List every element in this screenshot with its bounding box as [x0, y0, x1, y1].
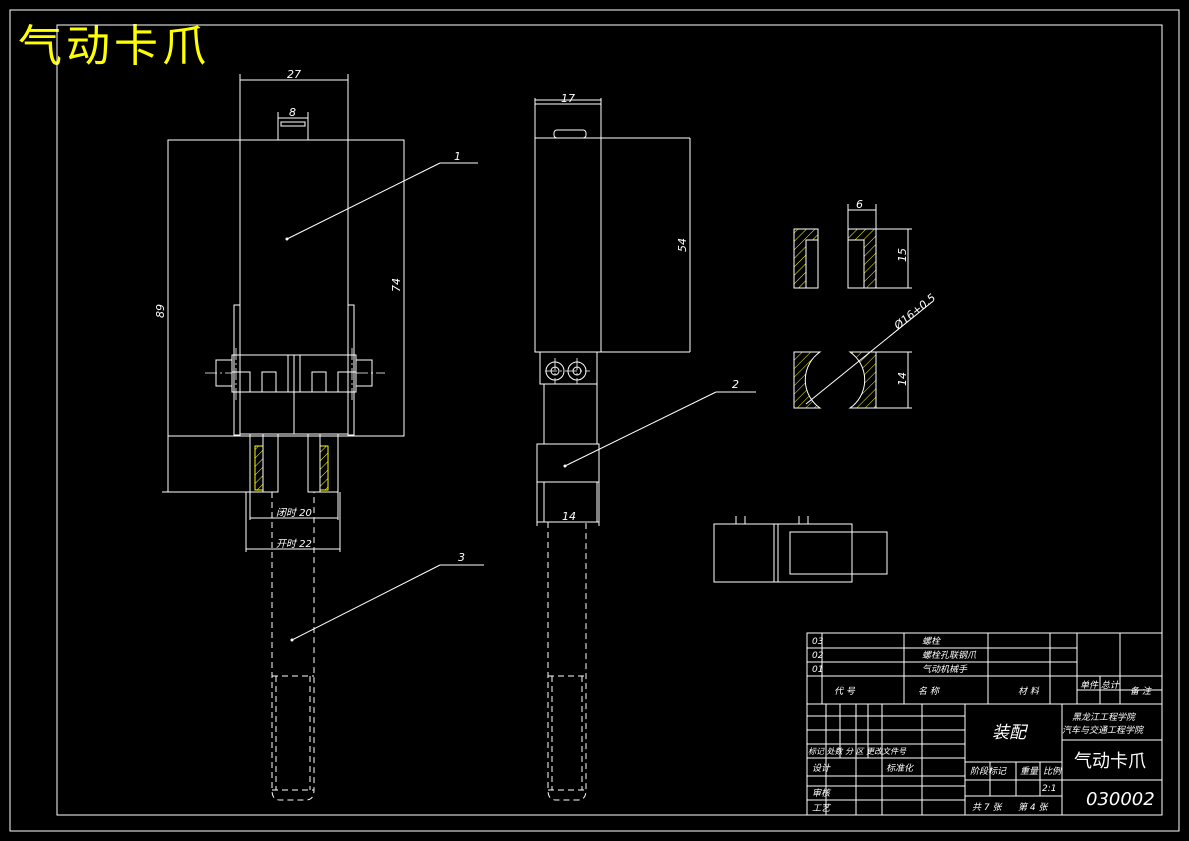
leader-1: 1 [454, 150, 461, 163]
title-block-lines [806, 632, 1163, 816]
part-code-03: 03 [812, 637, 824, 647]
header-name: 名 称 [918, 686, 941, 697]
school-name: 黑龙江工程学院 [1072, 712, 1137, 723]
dim-27: 27 [287, 68, 301, 81]
scale-value: 2:1 [1042, 784, 1056, 794]
dim-74: 74 [390, 278, 403, 292]
part-code-01: 01 [812, 665, 823, 675]
dim-diameter: Ø16+0.5 [891, 291, 938, 333]
header-code: 代 号 [834, 686, 856, 697]
page-title: 气动卡爪 [18, 21, 210, 72]
review-label: 审核 [812, 788, 832, 799]
drawing-title: 气动卡爪 [1074, 751, 1146, 772]
dim-8: 8 [289, 106, 296, 119]
part-name-03: 螺栓 [922, 636, 941, 647]
dim-17: 17 [561, 92, 575, 105]
part-name-01: 气动机械手 [922, 664, 968, 675]
header-unit-total: 单件 总计 [1080, 680, 1120, 691]
dim-6: 6 [856, 198, 863, 211]
sheet-count: 共 7 张 [972, 802, 1003, 813]
stage-label: 阶段标记 [970, 766, 1007, 777]
dim-89: 89 [154, 304, 167, 318]
front-dimensions [162, 74, 405, 552]
leader-3: 3 [458, 551, 465, 564]
revision-row: 标记 处数 分 区 更改文件号 [808, 747, 907, 756]
standard-label: 标准化 [886, 763, 914, 774]
detail-jaws [793, 204, 933, 409]
dim-close: 闭时 20 [276, 507, 312, 519]
drawing-number: 030002 [1086, 789, 1155, 810]
dim-15: 15 [896, 248, 909, 262]
weight-label: 重量 [1020, 766, 1039, 777]
dim-open: 开时 22 [276, 538, 312, 550]
part-code-02: 02 [812, 651, 824, 661]
leader-2: 2 [732, 378, 739, 391]
side-view [534, 98, 756, 801]
inner-border [56, 24, 1163, 816]
scale-label: 比例 [1043, 766, 1063, 777]
header-remark: 备 注 [1130, 686, 1152, 697]
header-material: 材 料 [1018, 686, 1040, 697]
front-view [167, 79, 484, 801]
craft-label: 工艺 [812, 803, 832, 814]
design-label: 设计 [812, 763, 831, 774]
part-name-02: 螺栓孔联钢爪 [922, 650, 977, 661]
assembly-label: 装配 [992, 723, 1029, 743]
school-dept: 汽车与交通工程学院 [1062, 725, 1145, 736]
detail-cylinder [713, 516, 888, 583]
sheet-number: 第 4 张 [1018, 802, 1049, 813]
dim-54: 54 [676, 238, 689, 252]
outer-border [9, 9, 1180, 832]
dim-14: 14 [562, 510, 576, 523]
dim-14b: 14 [896, 372, 909, 386]
